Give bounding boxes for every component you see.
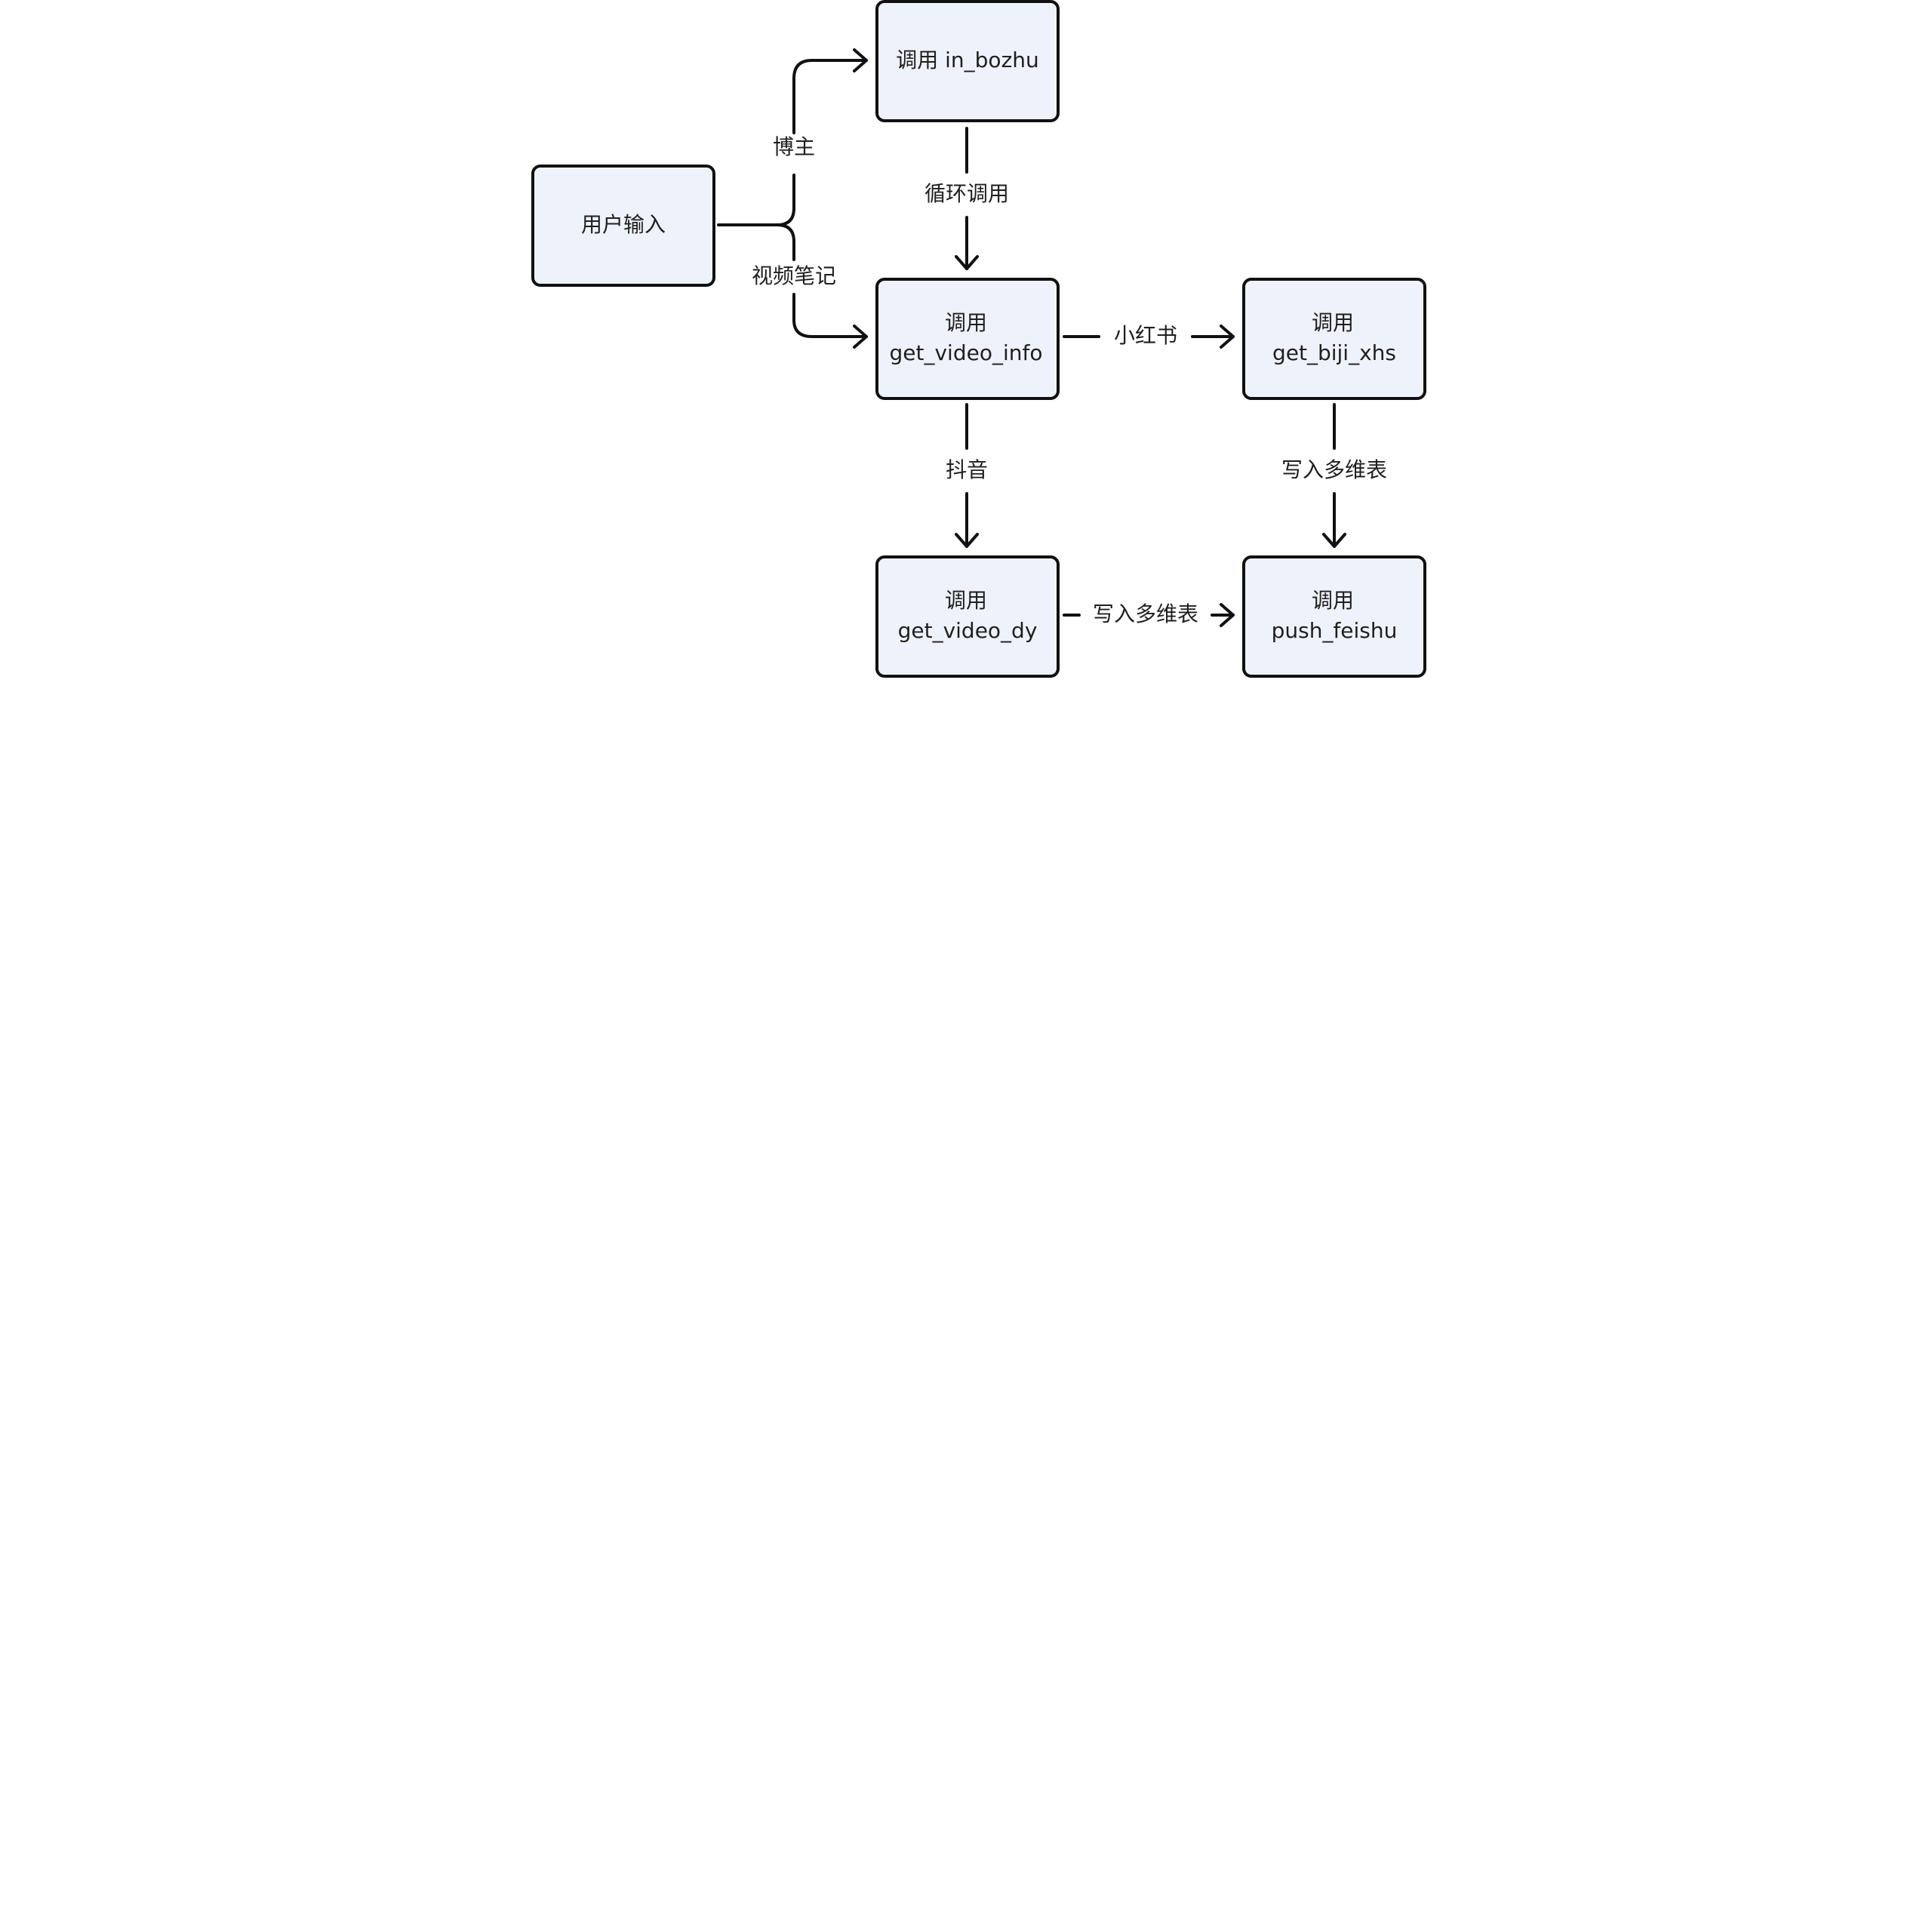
node-get-video-dy-line2: get_video_dy [898,618,1038,643]
node-user-input[interactable]: 用户输入 [531,165,715,287]
node-get-biji-xhs-line1: 调用 [1312,310,1354,335]
node-get-video-dy-line1: 调用 [945,588,987,613]
node-push-feishu[interactable]: 调用 push_feishu [1242,555,1426,678]
edge-label-loop-call: 循环调用 [924,181,1009,206]
edge-label-douyin: 抖音 [946,457,988,482]
node-get-video-dy[interactable]: 调用 get_video_dy [875,555,1060,678]
node-get-video-info-line2: get_video_info [890,340,1043,365]
nodes-layer: 用户输入 调用 in_bozhu 调用 get_video_info 调用 ge… [531,0,1426,678]
node-user-input-label: 用户输入 [581,212,666,237]
node-in-bozhu-label: 调用 in_bozhu [896,48,1039,72]
edge-get-video-dy-to-push-feishu: 写入多维表 [1063,601,1235,627]
edge-label-write-table-right: 写入多维表 [1281,457,1387,482]
node-get-biji-xhs[interactable]: 调用 get_biji_xhs [1242,278,1426,400]
edge-label-write-table-bottom: 写入多维表 [1093,601,1198,626]
node-get-video-info[interactable]: 调用 get_video_info [875,278,1060,400]
node-push-feishu-line1: 调用 [1312,588,1354,613]
node-in-bozhu[interactable]: 调用 in_bozhu [875,0,1060,122]
edge-label-video-note: 视频笔记 [752,263,836,288]
edge-in-bozhu-to-get-video-info: 循环调用 [924,127,1009,270]
node-get-biji-xhs-line2: get_biji_xhs [1272,340,1396,365]
edge-label-bozhu: 博主 [773,134,815,159]
edges-layer: 博主 视频笔记 循环调用 小红书 抖音 [717,48,1387,627]
edge-get-video-info-to-get-video-dy: 抖音 [946,403,988,548]
edge-get-video-info-to-get-biji-xhs: 小红书 [1063,323,1235,349]
edge-get-biji-xhs-to-push-feishu: 写入多维表 [1281,403,1387,548]
node-get-video-info-line1: 调用 [945,310,987,335]
edge-label-xiaohongshu: 小红书 [1114,323,1177,348]
node-push-feishu-line2: push_feishu [1272,618,1398,643]
edge-user-input-to-in-bozhu: 博主 [717,48,868,226]
edge-user-input-to-get-video-info: 视频笔记 [752,223,868,349]
